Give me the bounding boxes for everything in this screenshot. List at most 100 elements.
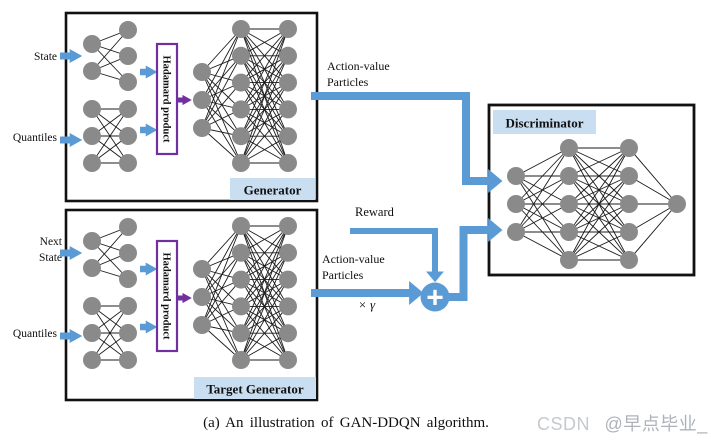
network-edge xyxy=(240,109,289,164)
target-generator-title: Target Generator xyxy=(194,377,316,399)
watermark-user: @早点毕业_ xyxy=(605,414,709,435)
network-node xyxy=(83,127,101,145)
gen-output-label-line1: Action-value xyxy=(327,59,390,73)
network-node xyxy=(232,297,250,316)
network-edge xyxy=(201,28,242,73)
network-edge xyxy=(568,203,630,261)
network-edge xyxy=(240,332,289,361)
watermark: CSDN @早点毕业_ xyxy=(537,414,708,435)
quantiles-label: Quantiles xyxy=(13,132,58,144)
network-node xyxy=(507,167,525,185)
network-edge xyxy=(240,225,289,361)
network-edge xyxy=(91,226,129,269)
network-edge xyxy=(201,82,242,129)
generator-title-text: Generator xyxy=(244,183,302,198)
network-node xyxy=(232,73,250,92)
generator-quantile-network xyxy=(83,100,137,172)
network-edge xyxy=(515,231,570,261)
network-edge xyxy=(201,279,242,326)
generator-main-network xyxy=(193,20,297,172)
generator-title-bg xyxy=(230,178,315,200)
network-edge xyxy=(201,28,242,101)
network-edge xyxy=(240,55,289,164)
network-edge xyxy=(240,306,289,361)
tgt-output-label-line2: Particles xyxy=(322,268,364,282)
network-node xyxy=(119,47,137,65)
network-edge xyxy=(515,147,570,205)
discriminator-network xyxy=(507,139,686,269)
next-state-label-line2: State xyxy=(39,252,62,264)
network-edge xyxy=(201,268,242,307)
network-node xyxy=(232,217,250,235)
tgt-hadamard-label: Hadamard product xyxy=(161,252,172,340)
network-node xyxy=(83,232,101,250)
network-node xyxy=(119,351,137,369)
gen-output-label-line2: Particles xyxy=(327,75,369,89)
network-node xyxy=(232,243,250,262)
network-node xyxy=(560,223,578,241)
network-edge xyxy=(91,108,129,164)
network-edge xyxy=(201,225,242,270)
network-edge xyxy=(515,175,570,233)
network-edge xyxy=(240,252,289,361)
network-node xyxy=(232,46,250,65)
network-node xyxy=(279,100,297,119)
network-edge xyxy=(568,147,630,261)
network-node xyxy=(279,73,297,92)
network-node xyxy=(507,195,525,213)
network-node xyxy=(193,119,211,137)
next-state-label-line1: Next xyxy=(40,236,63,248)
network-edge xyxy=(628,203,678,233)
network-node xyxy=(232,154,250,172)
network-node xyxy=(620,223,638,241)
generator-box xyxy=(64,11,319,203)
generator-to-discriminator-arrow xyxy=(311,92,503,193)
network-edge xyxy=(201,28,242,129)
network-node xyxy=(193,63,211,81)
network-node xyxy=(232,324,250,343)
network-node xyxy=(193,288,211,306)
gen-hadamard-label: Hadamard product xyxy=(161,55,172,143)
watermark-brand: CSDN xyxy=(537,414,590,434)
network-edge xyxy=(91,29,129,72)
network-node xyxy=(232,127,250,146)
network-node xyxy=(279,351,297,369)
network-node xyxy=(83,297,101,315)
network-node xyxy=(279,46,297,65)
network-edge xyxy=(201,71,242,137)
network-node xyxy=(119,270,137,288)
state-label: State xyxy=(34,51,57,63)
network-edge xyxy=(568,147,630,233)
network-edge xyxy=(201,225,242,326)
target-generator-title-text: Target Generator xyxy=(206,382,304,397)
network-node xyxy=(560,139,578,157)
network-edge xyxy=(515,147,570,177)
reward-arrow xyxy=(350,228,444,283)
discriminator-title-bg xyxy=(493,110,596,134)
network-node xyxy=(279,127,297,146)
network-node xyxy=(279,154,297,172)
network-node xyxy=(279,324,297,343)
tgt-hadamard-box xyxy=(155,239,179,353)
network-node xyxy=(232,351,250,369)
network-node xyxy=(83,62,101,80)
network-node xyxy=(83,154,101,172)
network-edge xyxy=(240,82,289,164)
network-edge xyxy=(568,231,630,261)
network-node xyxy=(560,251,578,269)
network-node xyxy=(83,324,101,342)
network-edge xyxy=(240,135,289,164)
target-quantiles-label: Quantiles xyxy=(13,328,58,340)
network-edge xyxy=(515,147,570,233)
network-node xyxy=(119,218,137,236)
network-node xyxy=(620,195,638,213)
sum-node: + xyxy=(420,282,450,315)
network-node xyxy=(560,195,578,213)
target-generator-quantile-network xyxy=(83,297,137,369)
network-edge xyxy=(240,225,289,307)
network-node xyxy=(119,73,137,91)
network-edge xyxy=(240,28,289,110)
network-node xyxy=(193,91,211,109)
